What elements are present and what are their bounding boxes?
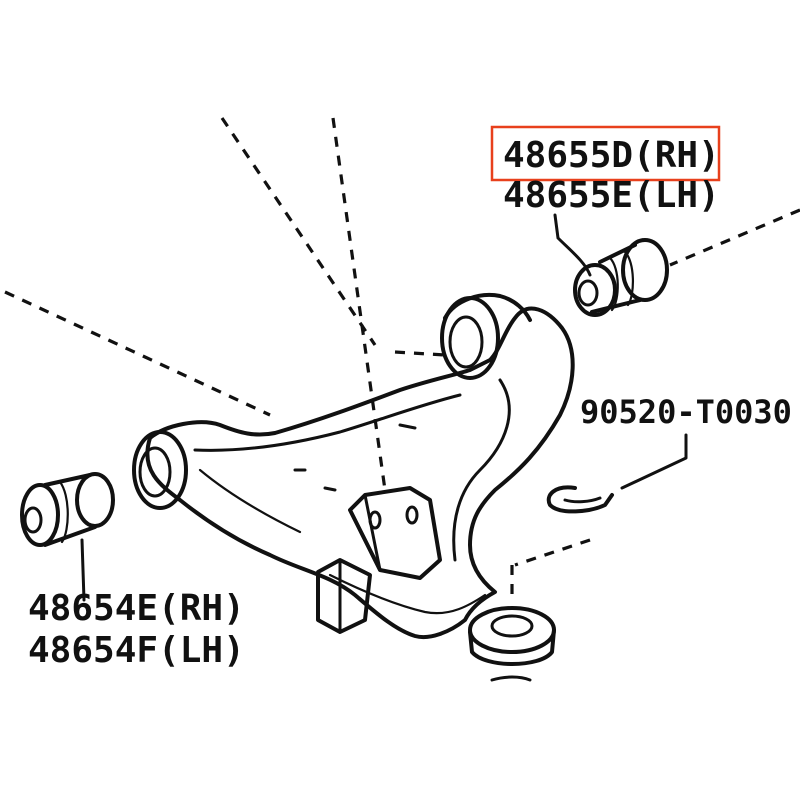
label-upper-bushing-rh: 48655D(RH)	[503, 135, 720, 176]
guide-line-upper-eye	[394, 350, 446, 357]
arm-outline	[145, 306, 575, 639]
ball-joint-stud	[490, 675, 532, 682]
front-pivot-eye-inner	[448, 315, 484, 369]
highlight-box	[490, 125, 721, 182]
label-upper-bushing-lh: 48655E(LH)	[503, 175, 720, 216]
label-clip: 90520-T0030	[580, 393, 792, 431]
lower-control-arm	[132, 293, 575, 682]
arm-top-edge	[193, 393, 462, 452]
label-lower-bushing-rh: 48654E(RH)	[28, 588, 245, 629]
front-eye-boss	[443, 293, 532, 322]
arm-inner-flange	[452, 378, 511, 562]
guide-line-left	[4, 290, 271, 417]
ball-joint-bore	[490, 614, 534, 638]
bushing-upper-end	[573, 263, 617, 317]
bushing-lower-body	[43, 473, 97, 547]
center-bracket	[348, 486, 442, 580]
bushing-lower-bore	[23, 506, 43, 534]
bushing-upper-body	[590, 243, 642, 314]
ball-joint-body	[468, 628, 556, 666]
bushing-upper-seam	[608, 256, 619, 312]
bracket-hole-right	[405, 505, 419, 525]
dashed-guide-lines	[4, 117, 800, 600]
leader-clip	[620, 433, 688, 490]
bushing-upper-seam-2	[623, 250, 634, 307]
snap-clip	[546, 433, 688, 514]
bracket-hole-left	[368, 510, 382, 530]
bushing-lower-flange	[75, 472, 115, 528]
bushing-lower-end	[20, 483, 60, 547]
bushing-lower	[20, 472, 115, 602]
guide-line-top-left	[220, 117, 377, 346]
guide-line-clip	[514, 538, 591, 567]
bushing-upper-flange	[621, 238, 669, 302]
arm-mark-3	[323, 486, 337, 492]
leader-upper-bushing	[553, 213, 592, 277]
rear-pivot-eye-outer	[132, 430, 188, 510]
bushing-upper	[553, 213, 669, 317]
guide-line-top-center	[331, 117, 387, 491]
snap-clip-ring	[546, 485, 614, 514]
rear-pivot-eye-inner	[138, 446, 172, 498]
bushing-lower-seam	[58, 480, 69, 544]
guide-line-right	[669, 208, 800, 267]
center-bracket-edge	[363, 493, 382, 572]
snap-clip-inner	[563, 496, 602, 504]
arm-lower-edge	[328, 573, 487, 615]
label-lower-bushing-lh: 48654F(LH)	[28, 630, 245, 671]
bump-stop-tab	[316, 558, 372, 634]
bushing-upper-bore	[577, 279, 599, 307]
leader-lower-bushing	[80, 538, 86, 602]
arm-lower-rib	[198, 468, 302, 534]
arm-mark-1	[398, 423, 417, 430]
